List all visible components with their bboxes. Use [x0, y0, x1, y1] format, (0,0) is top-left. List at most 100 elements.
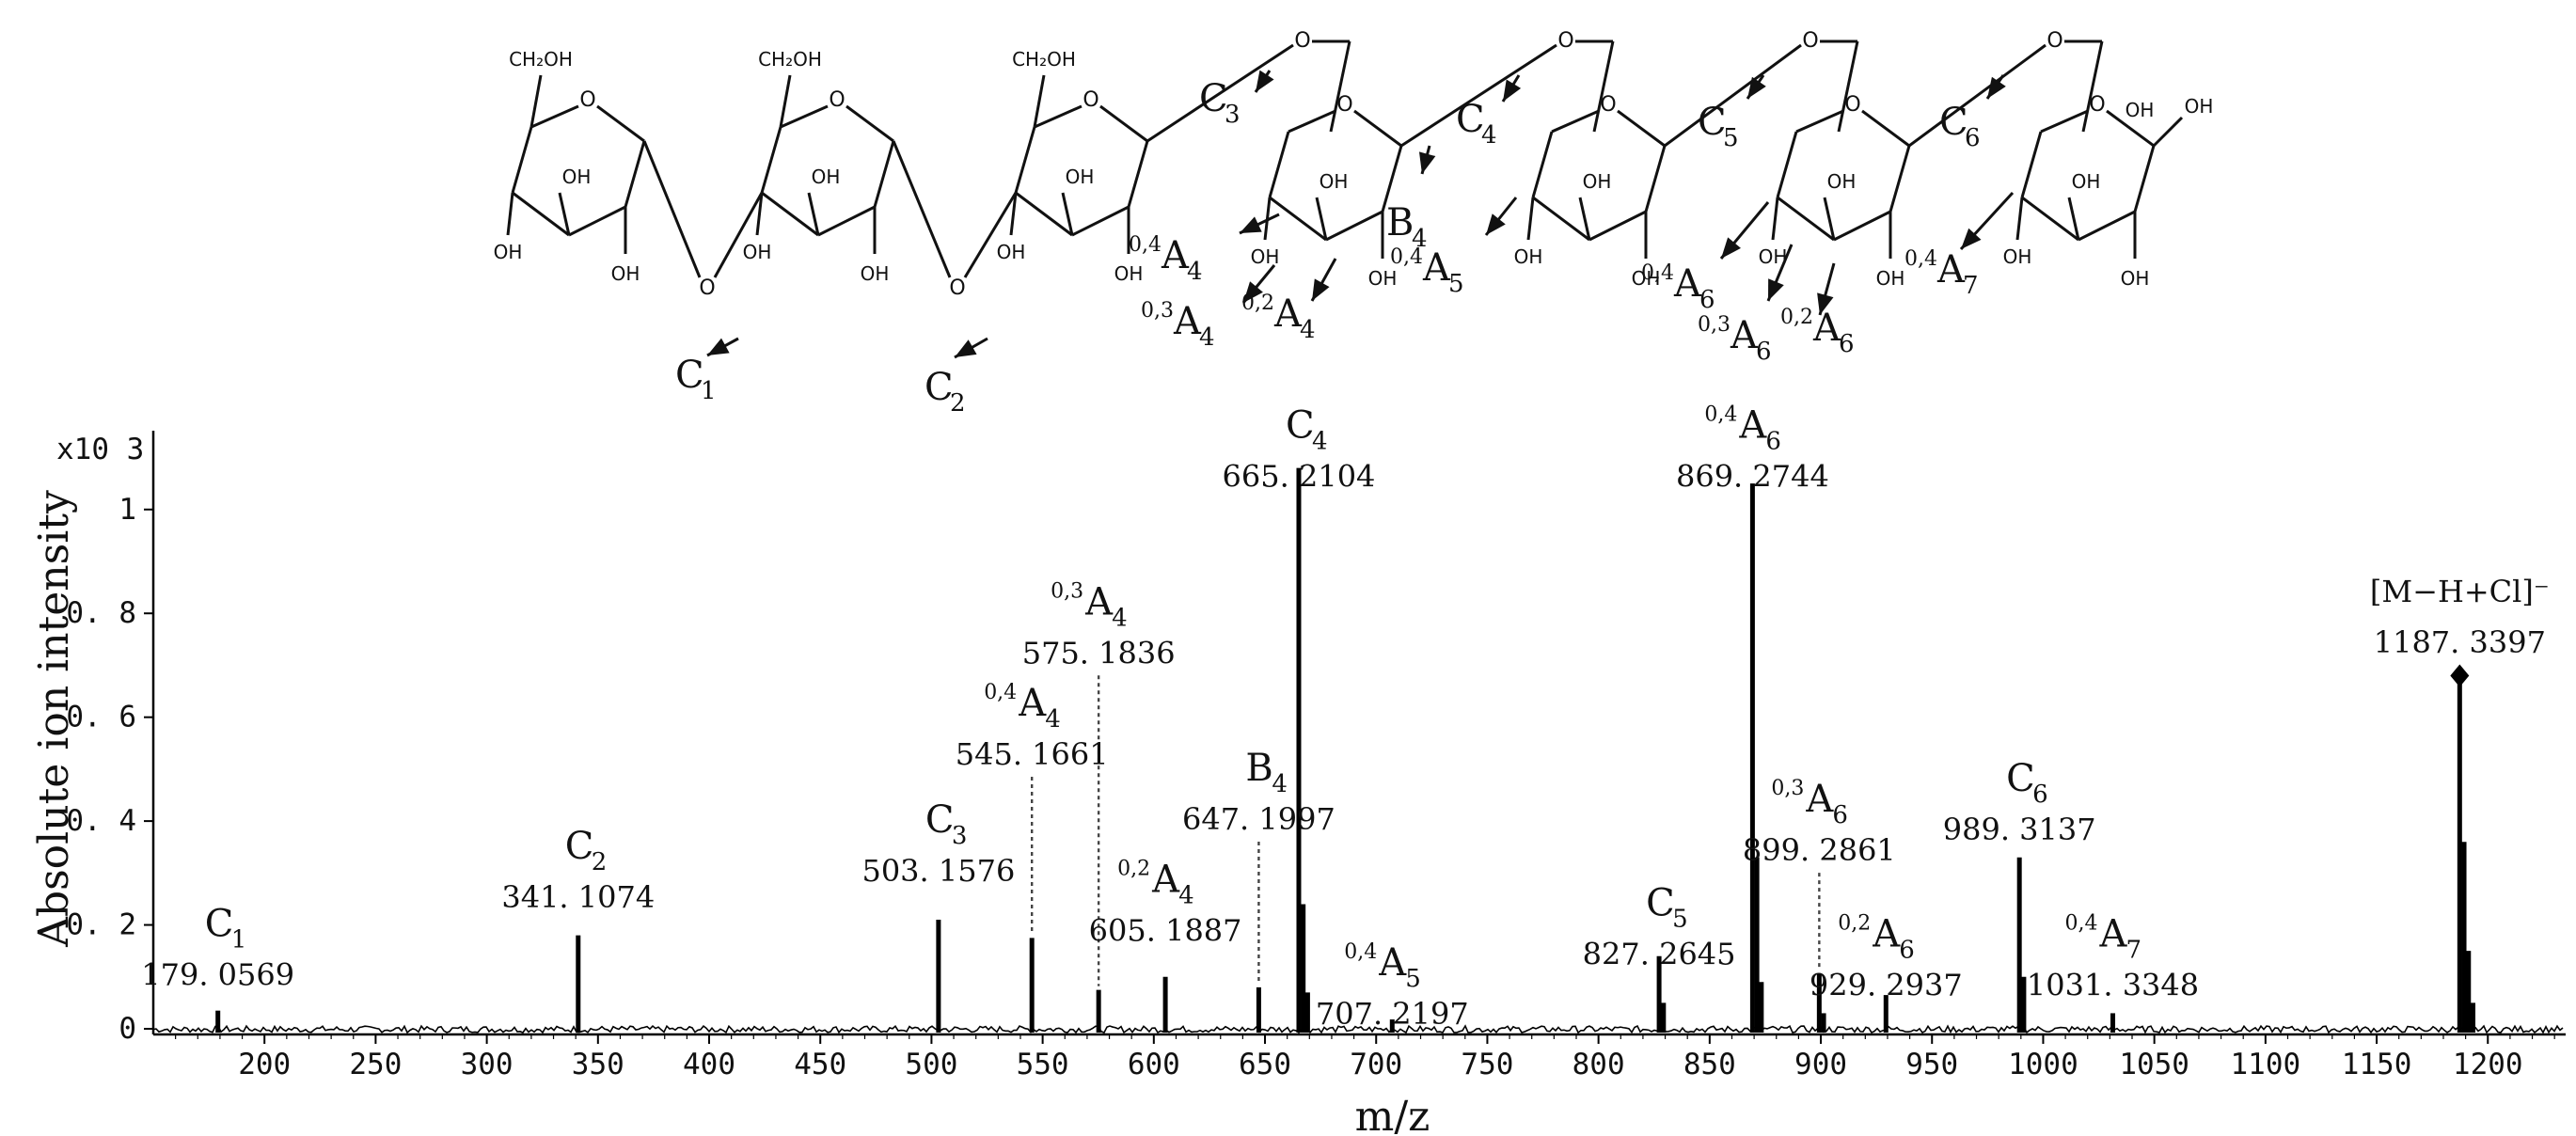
frag-line-c2	[969, 301, 988, 339]
y-tick-label: 0. 4	[66, 804, 136, 838]
oh-group: OH	[562, 166, 592, 188]
ring-oxygen: O	[2089, 93, 2105, 117]
x-tick-label: 850	[1683, 1048, 1736, 1081]
x-tick-label: 700	[1350, 1048, 1402, 1081]
x-tick-label: 350	[572, 1048, 624, 1081]
oligosaccharide-structure: OCH₂OHOHOHOHOCH₂OHOHOHOHOCH₂OHOHOHOHOOHO…	[494, 24, 2213, 418]
ring-bond	[1353, 109, 1402, 148]
ring-bond	[873, 140, 895, 208]
label-C1: C1	[675, 354, 717, 405]
label-04A4-sup: 0,4	[1129, 233, 1162, 257]
arrow-c1	[706, 337, 739, 357]
ring-oxygen: O	[579, 88, 595, 112]
oh-group: OH	[1583, 170, 1612, 193]
y-tick-label: 0. 6	[66, 701, 136, 734]
arrow-03a6	[1766, 244, 1794, 302]
arrow-head	[1987, 76, 2006, 99]
peak-mz-label: 575. 1836	[1022, 635, 1176, 671]
oh-bond	[1315, 197, 1328, 241]
arrow-head	[1768, 278, 1784, 301]
peak-ion-letter: A	[1378, 941, 1407, 985]
ring-bond	[845, 104, 894, 143]
oh-bond	[2015, 197, 2024, 241]
arrow-head	[1418, 151, 1436, 174]
arrow-c5	[1746, 74, 1766, 100]
ring-bond	[1071, 205, 1130, 237]
glycosidic-link-6: O	[1908, 29, 2104, 148]
peak-ion-sub: 4	[1045, 705, 1061, 734]
oh-group: OH	[1876, 267, 1905, 290]
ring-bond	[1381, 145, 1403, 213]
label-C4: C4	[1456, 98, 1497, 150]
label-03A6-letter: A	[1730, 314, 1759, 357]
oh-bond	[1009, 192, 1018, 236]
arrow-04a5	[1484, 197, 1518, 236]
label-04A5-sup: 0,4	[1390, 245, 1423, 269]
label-C1-sub: 1	[701, 377, 717, 405]
peak-ion-letter: C	[565, 825, 594, 868]
peak-mz-label: 647. 1997	[1182, 801, 1335, 837]
label-B4: B4	[1386, 201, 1428, 253]
label-C1-letter: C	[675, 354, 704, 397]
glycosidic-bond	[1146, 43, 1294, 143]
label-02A6-letter: A	[1812, 307, 1841, 350]
label-04A5-letter: A	[1422, 246, 1451, 290]
glycosidic-link-3: O	[1146, 29, 1351, 143]
bridge-oxygen: O	[1294, 29, 1310, 53]
ring-bond	[1532, 196, 1590, 242]
ch2oh-group: CH₂OH	[1012, 48, 1076, 71]
oh-group: OH	[1066, 166, 1095, 188]
arrow-head	[707, 338, 730, 355]
label-03A6-sub: 6	[1756, 338, 1772, 366]
ring-bond	[1268, 131, 1290, 198]
x-tick-label: 200	[238, 1048, 291, 1081]
peak-mz-label: 179. 0569	[141, 957, 294, 993]
oh-group: OH	[611, 262, 640, 285]
label-C4-letter: C	[1456, 98, 1485, 141]
peak-mz-label: 503. 1576	[861, 853, 1015, 889]
ring-oxygen: O	[1336, 93, 1352, 117]
ring-bond	[596, 104, 645, 143]
peak-ion-name: [M−H+Cl]⁻	[2370, 574, 2550, 609]
peak-ion-sub: 4	[1312, 428, 1328, 456]
arrow-head	[1503, 79, 1522, 102]
x-tick-label: 600	[1128, 1048, 1180, 1081]
c6-bond	[779, 74, 792, 128]
label-C5: C5	[1698, 101, 1739, 152]
y-tick-label: 0. 8	[66, 596, 136, 630]
arrow-head	[1817, 292, 1834, 315]
x-tick-label: 950	[1905, 1048, 1958, 1081]
oh-bond	[807, 192, 820, 236]
arrow-head	[1256, 70, 1274, 92]
ring-bond	[1588, 210, 1647, 242]
ring-bond	[1014, 126, 1036, 194]
glycosidic-link-4: O	[1400, 29, 1615, 148]
label-C2-sub: 2	[950, 389, 966, 418]
label-C5-sub: 5	[1723, 124, 1739, 152]
oh-group: OH	[861, 262, 890, 285]
label-04A5-sub: 5	[1448, 270, 1464, 298]
label-04A6-sup: 0,4	[1641, 261, 1674, 285]
label-02A4-sub: 4	[1300, 316, 1316, 344]
glycosidic-bond	[1837, 40, 1859, 133]
label-02A4-letter: A	[1273, 292, 1303, 336]
oh-group: OH	[1827, 170, 1857, 193]
label-02A4-sup: 0,2	[1241, 292, 1274, 315]
ring-bond	[1551, 109, 1600, 134]
arrow-04a6	[1719, 201, 1770, 260]
